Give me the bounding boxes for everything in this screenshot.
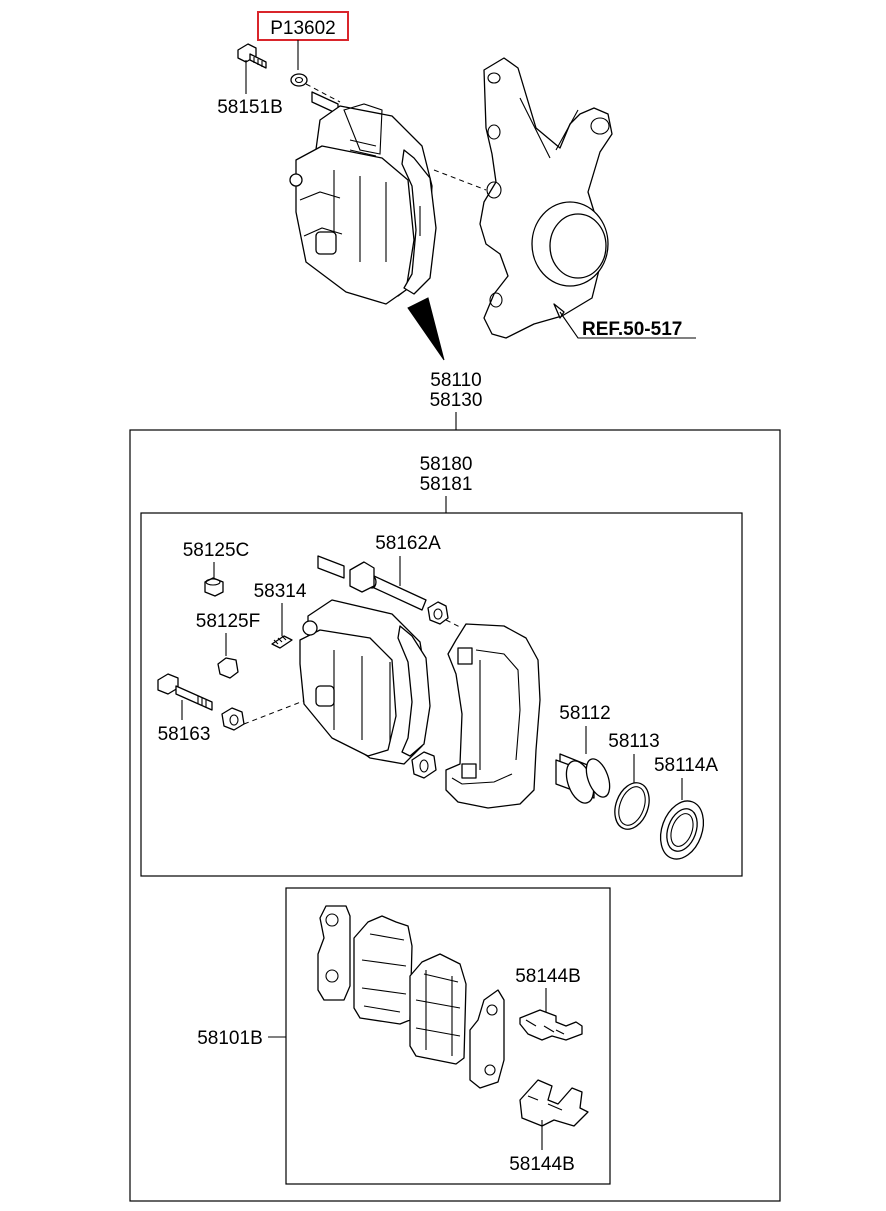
caliper-body[interactable] [299,555,431,765]
label-boot: 58114A [654,755,718,776]
ref-label[interactable]: REF.50-517 [582,319,682,340]
guide-bolt[interactable] [157,673,213,711]
guide-rod[interactable] [367,575,427,611]
pad-kit-box [285,887,611,1185]
label-clip-lower: 58144B [509,1154,575,1175]
highlight-callout[interactable]: P13602 [257,11,349,41]
top-caliper-assembly[interactable] [289,91,437,305]
pad-clip-upper[interactable] [519,1009,583,1041]
brake-pad-inner[interactable] [409,953,467,1065]
washer-dash-line [305,83,341,103]
caliper-bracket[interactable] [445,623,541,809]
label-guide-bolt: 58163 [158,724,211,745]
label-caliper-assy-2: 58130 [430,390,483,411]
pad-shim-right[interactable] [469,989,505,1089]
ref-leader [559,311,696,339]
caliper-body-box [140,512,743,877]
knuckle-dash-line [433,169,487,191]
label-caliper-body-2: 58181 [420,474,473,495]
pointer-arrow [407,297,445,361]
label-bolt-top: 58151B [217,97,283,118]
guide-bolt-dash-line [243,699,307,725]
brake-pad-outer[interactable] [353,915,413,1025]
piston-seal[interactable] [609,778,655,834]
pad-shim-left[interactable] [317,905,351,1001]
guide-boot-lower[interactable] [411,751,437,779]
label-caliper-body-1: 58180 [420,454,473,475]
label-cap-f: 58125F [196,611,260,632]
guide-boot-lower-left[interactable] [221,707,245,731]
label-bleeder: 58314 [254,581,307,602]
label-clip-upper: 58144B [515,966,581,987]
label-pad-kit: 58101B [197,1028,263,1049]
highlight-callout-label: P13602 [270,18,336,39]
dust-cap-f[interactable] [217,657,239,679]
steering-knuckle[interactable] [479,57,613,339]
label-piston: 58112 [559,703,610,724]
pad-clip-lower[interactable] [519,1079,589,1127]
piston-boot[interactable] [653,795,711,865]
label-caliper-assy-1: 58110 [430,370,481,391]
caliper-assembly-box [129,429,781,1202]
piston[interactable] [555,753,614,807]
label-piston-seal: 58113 [608,731,659,752]
top-bolt[interactable] [237,43,267,69]
bleeder-screw[interactable] [271,635,293,649]
guide-boot-upper[interactable] [427,601,449,625]
label-guide-rod: 58162A [375,533,441,554]
guide-rod-dash-line [445,619,463,629]
dust-cap-c[interactable] [204,577,224,597]
washer[interactable] [290,73,308,87]
label-cap-c: 58125C [183,540,250,561]
